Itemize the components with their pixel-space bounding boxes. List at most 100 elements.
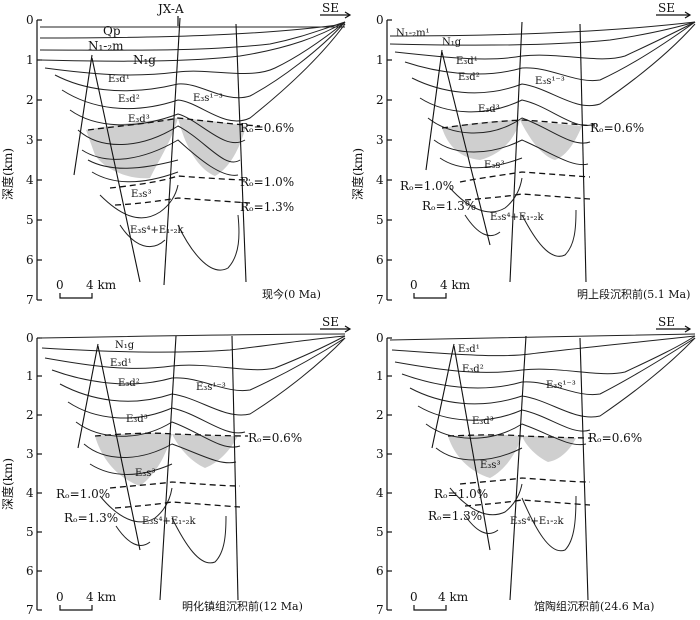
depth-tick-6: 6 <box>376 564 384 578</box>
depth-tick-0: 0 <box>376 13 384 27</box>
scale-zero: 0 <box>56 590 64 604</box>
panel-caption: 明上段沉积前(5.1 Ma) <box>577 287 690 301</box>
depth-ticks <box>387 19 392 301</box>
depth-tick-4: 4 <box>26 173 34 187</box>
scale-bar: 0 4 km <box>56 590 117 611</box>
formation-label-6: E₃s⁴+E₁-₂k <box>142 516 197 527</box>
faults <box>77 335 239 601</box>
ro-label-2: Rₒ=1.3% <box>422 199 476 213</box>
formation-label-4: E₃d³ <box>126 414 148 425</box>
depth-tick-labels: 0 1 2 3 4 5 6 7 <box>26 331 34 617</box>
shaded-zone <box>448 434 576 478</box>
formation-label-6: E₃s¹⁻³ <box>193 93 223 104</box>
depth-tick-labels: 0 1 2 3 4 5 6 7 <box>26 13 34 307</box>
formation-label-5: E₃s⁴+E₁-₂k <box>510 516 565 527</box>
depth-tick-1: 1 <box>376 369 384 383</box>
ro-label-2: Rₒ=1.3% <box>428 509 482 523</box>
faults <box>73 17 247 286</box>
direction-label: SE <box>322 315 339 329</box>
depth-tick-3: 3 <box>376 133 384 147</box>
formation-label-6: E₃s³ <box>484 160 504 171</box>
scale-label: 4 km <box>86 590 117 604</box>
panel-caption: 明化镇组沉积前(12 Ma) <box>182 599 303 613</box>
ro-isolines <box>87 117 261 206</box>
ro-isolines <box>441 119 596 201</box>
depth-tick-2: 2 <box>376 93 384 107</box>
depth-tick-4: 4 <box>376 173 384 187</box>
formation-label-3: E₃d² <box>458 72 480 83</box>
scale-bar: 0 4 km <box>410 590 469 611</box>
depth-tick-3: 3 <box>26 447 34 461</box>
direction-label: SE <box>322 1 339 15</box>
panel-caption: 馆陶组沉积前(24.6 Ma) <box>534 599 654 613</box>
ro-label-1: Rₒ=1.0% <box>56 487 110 501</box>
scale-zero: 0 <box>410 278 418 292</box>
formation-label-3: E₃d³ <box>472 416 494 427</box>
panel-12-ma: 0 1 2 3 4 5 6 7 深度(km) <box>0 315 352 617</box>
depth-tick-6: 6 <box>376 253 384 267</box>
formation-label-0: Qp <box>103 24 121 38</box>
formation-label-7: E₃s³ <box>131 189 151 200</box>
depth-tick-labels: 0 1 2 3 4 5 6 7 <box>376 331 384 617</box>
formation-label-5: E₃d³ <box>128 114 150 125</box>
depth-tick-7: 7 <box>376 293 384 307</box>
direction-arrow: SE <box>656 1 692 19</box>
faults <box>431 335 589 601</box>
depth-tick-1: 1 <box>376 53 384 67</box>
depth-tick-6: 6 <box>26 564 34 578</box>
scale-label: 4 km <box>438 590 469 604</box>
panel-caption: 现今(0 Ma) <box>262 287 321 301</box>
formation-label-7: E₃s⁴+E₁-₂k <box>490 212 545 223</box>
formation-label-0: N₁g <box>115 340 135 351</box>
scale-zero: 0 <box>410 590 418 604</box>
depth-ticks <box>37 19 42 301</box>
ro-label-0: Rₒ=0.6% <box>240 121 294 135</box>
formation-label-0: N₁-₂m¹ <box>396 28 430 39</box>
formation-label-4: E₃s³ <box>480 460 500 471</box>
formation-label-2: E₃d² <box>118 378 140 389</box>
direction-arrow: SE <box>656 315 692 333</box>
depth-tick-3: 3 <box>26 133 34 147</box>
depth-ticks <box>387 337 392 611</box>
formation-label-2: E₃d¹ <box>456 56 478 67</box>
ro-label-0: Rₒ=0.6% <box>590 121 644 135</box>
depth-tick-0: 0 <box>26 331 34 345</box>
depth-tick-1: 1 <box>26 53 34 67</box>
direction-label: SE <box>658 315 675 329</box>
horizons <box>39 333 346 564</box>
depth-tick-0: 0 <box>26 13 34 27</box>
formation-label-5: E₃s³ <box>135 468 155 479</box>
depth-tick-0: 0 <box>376 331 384 345</box>
formation-label-2: N₁g <box>133 53 156 67</box>
depth-axis-label: 深度(km) <box>0 148 15 200</box>
depth-tick-2: 2 <box>26 408 34 422</box>
scale-bar: 0 4 km <box>410 278 471 299</box>
depth-tick-5: 5 <box>26 213 34 227</box>
depth-tick-6: 6 <box>26 253 34 267</box>
formation-label-3: E₃d¹ <box>108 74 130 85</box>
depth-tick-7: 7 <box>26 293 34 307</box>
ro-label-2: Rₒ=1.3% <box>240 200 294 214</box>
horizons <box>389 21 696 257</box>
formation-label-1: N₁g <box>442 37 462 48</box>
depth-axis-label: 深度(km) <box>0 458 15 510</box>
scale-zero: 0 <box>56 278 64 292</box>
formation-label-4: E₃s¹⁻³ <box>535 76 565 87</box>
formation-label-3: E₃s¹⁻³ <box>196 382 226 393</box>
formation-label-1: N₁-₂m <box>88 39 124 53</box>
depth-tick-5: 5 <box>376 213 384 227</box>
direction-arrow: SE <box>320 315 352 333</box>
ro-isolines <box>447 434 593 507</box>
ro-label-1: Rₒ=1.0% <box>240 175 294 189</box>
panel-24-6-ma: 0 1 2 3 4 5 6 7 <box>376 315 696 617</box>
depth-tick-7: 7 <box>376 603 384 616</box>
ro-isolines <box>94 432 249 509</box>
formation-label-1: E₃d¹ <box>110 358 132 369</box>
shaded-zone <box>442 120 582 160</box>
panel-present: 0 1 2 3 4 5 6 7 深度(km) <box>0 1 352 307</box>
ro-label-0: Rₒ=0.6% <box>588 431 642 445</box>
depth-tick-7: 7 <box>26 603 34 616</box>
formation-label-0: E₃d¹ <box>458 344 480 355</box>
